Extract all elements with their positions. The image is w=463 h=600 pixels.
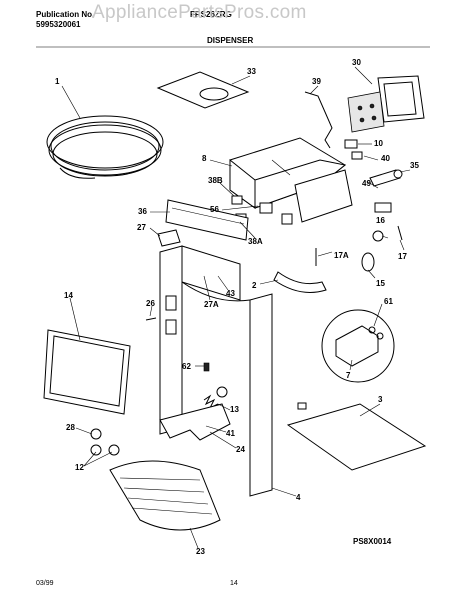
paddle xyxy=(159,403,231,441)
callout-33: 33 xyxy=(247,67,256,76)
callout-10: 10 xyxy=(374,139,383,148)
callout-49: 49 xyxy=(362,179,371,188)
callout-36: 36 xyxy=(138,207,147,216)
footer-page: 14 xyxy=(230,580,238,587)
callout-14: 14 xyxy=(64,291,73,300)
section-title: DISPENSER xyxy=(207,36,254,45)
dispenser-housing xyxy=(229,137,353,223)
callout-56: 56 xyxy=(210,205,219,214)
callout-17: 17 xyxy=(398,252,407,261)
callout-38a: 38A xyxy=(248,237,263,246)
callout-17a: 17A xyxy=(334,251,349,260)
wire-harness xyxy=(304,91,333,149)
footer-date: 03/99 xyxy=(36,580,54,587)
tubing-coil xyxy=(46,115,164,179)
publication-number: 5995320061 xyxy=(36,20,81,29)
callout-23: 23 xyxy=(196,547,205,556)
callout-62: 62 xyxy=(182,362,191,371)
callout-39: 39 xyxy=(312,77,321,86)
module-frame xyxy=(347,75,425,133)
callout-7: 7 xyxy=(346,371,351,380)
callout-40: 40 xyxy=(381,154,390,163)
callout-15: 15 xyxy=(376,279,385,288)
front-panel xyxy=(165,199,249,241)
leader-lines xyxy=(61,66,411,549)
callout-4: 4 xyxy=(296,493,301,502)
top-cover-plate xyxy=(156,71,250,109)
callout-8: 8 xyxy=(202,154,207,163)
detail-circle xyxy=(321,309,395,383)
tray-plate xyxy=(286,402,427,471)
callout-30: 30 xyxy=(352,58,361,67)
callout-26: 26 xyxy=(146,299,155,308)
drip-tray xyxy=(109,460,221,531)
callout-38b: 38B xyxy=(208,176,223,185)
callout-2: 2 xyxy=(252,281,257,290)
callout-43: 43 xyxy=(226,289,235,298)
watermark: AppliancePartsPros.com xyxy=(92,2,307,23)
spring xyxy=(203,386,228,410)
callout-27: 27 xyxy=(137,223,146,232)
callout-1: 1 xyxy=(55,77,60,86)
hinge-parts xyxy=(90,428,120,456)
curved-trim xyxy=(273,271,327,293)
callout-41: 41 xyxy=(226,429,235,438)
callout-16: 16 xyxy=(376,216,385,225)
callout-24: 24 xyxy=(236,445,245,454)
callout-61: 61 xyxy=(384,297,393,306)
callout-3: 3 xyxy=(378,395,383,404)
clip xyxy=(203,362,210,372)
callout-27a: 27A xyxy=(204,300,219,309)
callout-13: 13 xyxy=(230,405,239,414)
switch-parts xyxy=(344,139,403,213)
glass-panel xyxy=(43,329,131,415)
publication-label: Publication No. xyxy=(36,10,95,19)
callout-35: 35 xyxy=(410,161,419,170)
callout-12: 12 xyxy=(75,463,84,472)
callout-28: 28 xyxy=(66,423,75,432)
lamp-parts xyxy=(315,225,403,272)
screw xyxy=(145,317,157,321)
model-number: FRS26ZRG xyxy=(190,10,232,19)
diagram-code: PS8X0014 xyxy=(353,537,392,546)
bracket xyxy=(157,229,181,247)
